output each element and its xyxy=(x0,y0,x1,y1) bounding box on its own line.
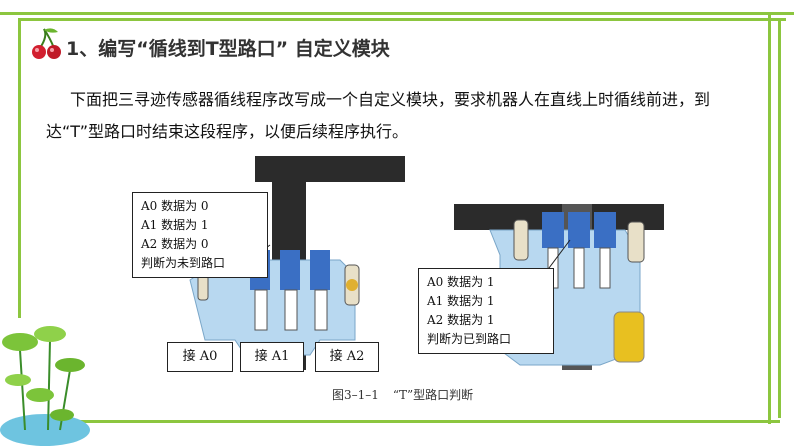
wheel-right xyxy=(627,221,645,263)
frame-right-line-2 xyxy=(778,18,781,418)
callout-line: 判断为未到路口 xyxy=(141,256,226,270)
port-label-a1: 接 A1 xyxy=(240,342,304,372)
sensor-a1 xyxy=(568,212,590,248)
port-label-a2: 接 A2 xyxy=(315,342,379,372)
lotus-decoration xyxy=(0,326,90,446)
caption-text: “T”型路口判断 xyxy=(392,388,474,402)
callout-line: 判断为已到路口 xyxy=(427,332,512,346)
intro-paragraph: 下面把三寻迹传感器循线程序改写成一个自定义模块，要求机器人在直线上时循线前进，到… xyxy=(46,84,746,148)
callout-line: A0 数据为 1 xyxy=(427,275,495,289)
motor xyxy=(613,311,645,363)
frame-top-line-2 xyxy=(18,18,786,21)
sensor-a2 xyxy=(310,250,330,290)
caption-number: 图3–1–1 xyxy=(332,388,379,402)
sensor-a0 xyxy=(542,212,564,248)
sensor-a1 xyxy=(280,250,300,290)
callout-line: A1 数据为 1 xyxy=(141,218,209,232)
frame-top-line xyxy=(0,12,794,15)
left-sensor-callout: A0 数据为 0 A1 数据为 1 A2 数据为 0 判断为未到路口 xyxy=(132,192,268,278)
callout-line: A1 数据为 1 xyxy=(427,294,495,308)
callout-line: A2 数据为 0 xyxy=(141,237,209,251)
intro-text: 下面把三寻迹传感器循线程序改写成一个自定义模块，要求机器人在直线上时循线前进，到… xyxy=(46,90,711,141)
cherry-icon xyxy=(32,28,61,59)
callout-line: A0 数据为 0 xyxy=(141,199,209,213)
robot-before-junction-illustration xyxy=(189,156,405,370)
callout-line: A2 数据为 1 xyxy=(427,313,495,327)
page-title: 1、编写“循线到T型路口” 自定义模块 xyxy=(66,38,390,60)
figure-caption: 图3–1–1 “T”型路口判断 xyxy=(332,386,473,403)
port-label-a0: 接 A0 xyxy=(167,342,233,372)
frame-left-line xyxy=(18,18,21,318)
right-sensor-callout: A0 数据为 1 A1 数据为 1 A2 数据为 1 判断为已到路口 xyxy=(418,268,554,354)
frame-right-line xyxy=(768,12,771,424)
sensor-a2 xyxy=(594,212,616,248)
frame-bottom-line xyxy=(80,420,780,423)
wheel-left xyxy=(513,219,529,261)
